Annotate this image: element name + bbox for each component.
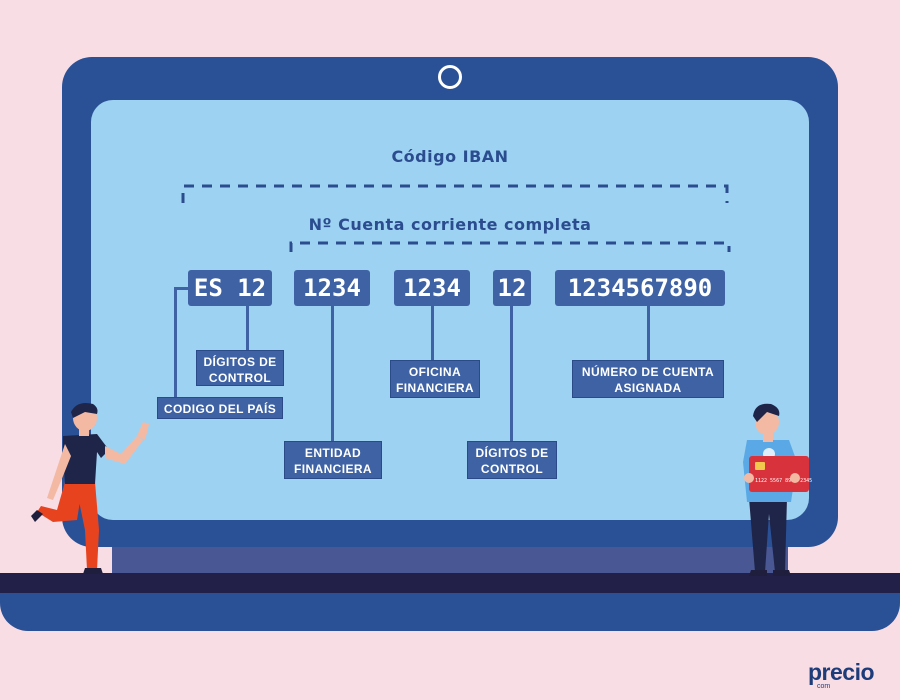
man-hand xyxy=(137,422,149,440)
card-man-hand-left xyxy=(744,473,754,483)
label-office: OFICINA FINANCIERA xyxy=(390,360,480,398)
label-country-code: CODIGO DEL PAÍS xyxy=(157,397,283,419)
card-man-hand-right xyxy=(790,473,800,483)
card-chip-icon xyxy=(755,462,765,470)
connector-check-digits-1 xyxy=(246,306,249,351)
credit-card xyxy=(749,456,809,492)
connector-country-v xyxy=(174,287,177,397)
segment-entity: 1234 xyxy=(294,270,370,306)
label-check-digits-2: DÍGITOS DE CONTROL xyxy=(467,441,557,479)
waving-man-illustration xyxy=(31,403,149,574)
card-man-trousers xyxy=(749,498,787,572)
card-man-neck xyxy=(763,430,773,442)
segment-account: 1234567890 xyxy=(555,270,725,306)
segment-country: ES 12 xyxy=(188,270,272,306)
man-hair xyxy=(71,403,98,418)
man-shirt xyxy=(63,434,109,484)
man-left-leg xyxy=(37,482,83,522)
segment-control: 12 xyxy=(493,270,531,306)
label-line: DÍGITOS DE CONTROL xyxy=(203,355,277,385)
label-check-digits-1: DÍGITOS DE CONTROL xyxy=(196,350,284,386)
label-line: DÍGITOS DE CONTROL xyxy=(475,446,549,476)
iban-bracket xyxy=(181,184,729,203)
connector-country-h xyxy=(174,287,189,290)
segment-office: 1234 xyxy=(394,270,470,306)
man-raised-arm xyxy=(105,436,143,464)
label-line: OFICINA FINANCIERA xyxy=(396,365,474,395)
card-man-hair xyxy=(753,403,780,422)
label-line: ENTIDAD FINANCIERA xyxy=(294,446,372,476)
label-account: NÚMERO DE CUENTA ASIGNADA xyxy=(572,360,724,398)
card-number: 1122 5567 8901 2345 xyxy=(755,478,812,484)
man-with-card-illustration: 1122 5567 8901 2345 xyxy=(743,403,812,576)
connector-entity xyxy=(331,306,334,441)
label-line: NÚMERO DE CUENTA ASIGNADA xyxy=(581,365,715,395)
precio-logo-sub: com xyxy=(817,683,831,690)
iban-title: Código IBAN xyxy=(391,147,509,166)
man-neck xyxy=(79,426,89,436)
man-shoe-right xyxy=(83,568,103,574)
connector-account xyxy=(647,306,650,360)
webcam-icon xyxy=(438,65,462,89)
man-shoe-left xyxy=(31,510,43,522)
laptop-base xyxy=(0,593,900,631)
account-bracket xyxy=(289,241,731,252)
precio-logo: precio xyxy=(808,659,875,685)
label-entity: ENTIDAD FINANCIERA xyxy=(284,441,382,479)
card-man-shoe-right xyxy=(773,570,791,576)
laptop-screen xyxy=(91,100,809,520)
connector-office xyxy=(431,306,434,360)
connector-control xyxy=(510,306,513,441)
man-lower-arm xyxy=(47,444,71,500)
laptop-hinge xyxy=(112,547,788,573)
label-line: CODIGO DEL PAÍS xyxy=(163,402,277,416)
table-surface xyxy=(0,573,900,593)
card-man-shoe-left xyxy=(749,570,767,576)
man-right-leg xyxy=(75,482,99,570)
account-subtitle: Nº Cuenta corriente completa xyxy=(308,215,592,234)
